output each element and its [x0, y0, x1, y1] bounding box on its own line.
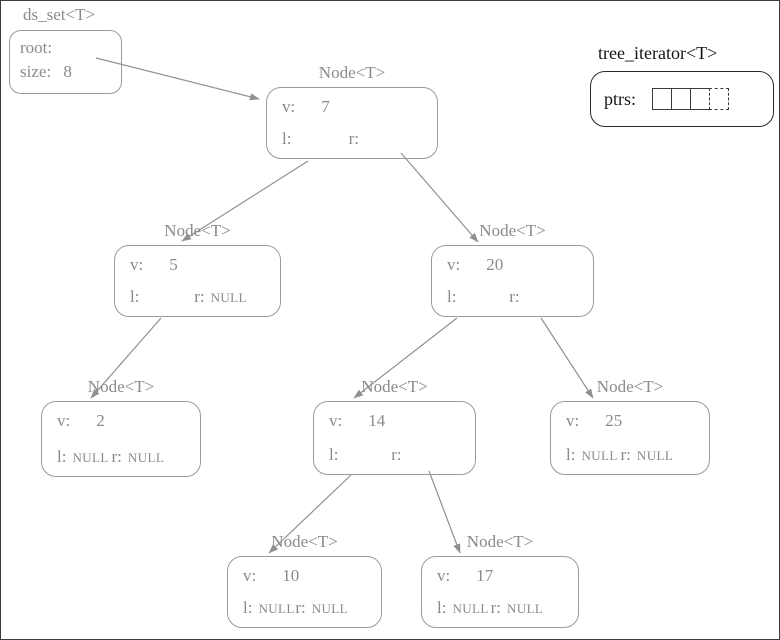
tree-node-7: Node<T> v: 7 l: r: [266, 61, 438, 159]
r-label: r: [194, 287, 205, 306]
r-label: r: [348, 129, 359, 148]
root-field: root: [20, 38, 53, 57]
r-value: NULL [636, 448, 674, 463]
l-label: l: [437, 598, 447, 617]
node-type-label: Node<T> [361, 377, 428, 396]
l-value: NULL [581, 448, 618, 463]
node-type-label: Node<T> [466, 532, 534, 551]
ptrs-label: ptrs: [604, 88, 637, 109]
ptr-cell [690, 88, 711, 110]
size-label: size: [20, 62, 52, 81]
v-value: 10 [282, 566, 300, 585]
r-value: NULL [311, 601, 348, 616]
v-label: v: [130, 255, 144, 274]
l-label: l: [130, 287, 140, 306]
node-box: v:2 l:NULL r:NULL [41, 401, 201, 477]
node-box: v: 14 l: r: [313, 401, 476, 475]
r-label: r: [620, 445, 631, 464]
r-value: NULL [507, 601, 544, 616]
ptr-cell [652, 88, 673, 110]
l-label: l: [447, 287, 457, 306]
node-type-label: Node<T> [318, 63, 386, 82]
tree-node-17: Node<T> v:17 l:NULL r:NULL [421, 530, 579, 628]
node-box: v: 7 l: r: [266, 87, 438, 159]
l-label: l: [566, 445, 576, 464]
r-label: r: [391, 445, 402, 464]
v-value: 7 [321, 97, 330, 116]
node-box: v: 20 l: r: [431, 245, 594, 317]
v-label: v: [437, 566, 451, 585]
l-label: l: [243, 598, 253, 617]
tree-iterator-box: ptrs: [590, 71, 774, 127]
tree-node-25: Node<T> v:25 l:NULL r:NULL [550, 375, 710, 475]
node-box: v: 5 l: r: NULL [114, 245, 281, 317]
node-type-label: Node<T> [87, 377, 155, 396]
l-label: l: [282, 129, 292, 148]
ptrs-array [652, 88, 730, 110]
node-type-label: Node<T> [271, 532, 338, 551]
r-label: r: [111, 447, 122, 466]
node-box: v:17 l:NULL r:NULL [421, 556, 579, 628]
node-box: v:25 l:NULL r:NULL [550, 401, 710, 475]
l-value: NULL [452, 601, 489, 616]
v-value: 25 [605, 411, 623, 430]
v-value: 5 [169, 255, 178, 274]
node-box: v:10 l:NULL r:NULL [227, 556, 382, 628]
v-value: 20 [486, 255, 504, 274]
v-label: v: [57, 411, 71, 430]
r-value: NULL [210, 290, 247, 305]
v-value: 2 [96, 411, 105, 430]
ds-set-title: ds_set<T> [23, 5, 96, 24]
r-label: r: [295, 598, 306, 617]
l-value: NULL [72, 450, 109, 465]
l-label: l: [57, 447, 67, 466]
tree-node-5: Node<T> v: 5 l: r: NULL [114, 219, 281, 317]
node-type-label: Node<T> [164, 221, 231, 240]
tree-iterator-title: tree_iterator<T> [598, 43, 718, 63]
v-label: v: [243, 566, 257, 585]
size-field: size: 8 [20, 60, 121, 84]
node-type-label: Node<T> [596, 377, 664, 396]
tree-node-10: Node<T> v:10 l:NULL r:NULL [227, 530, 382, 628]
r-value: NULL [127, 450, 165, 465]
v-label: v: [566, 411, 580, 430]
tree-node-14: Node<T> v: 14 l: r: [313, 375, 476, 475]
tree-node-20: Node<T> v: 20 l: r: [431, 219, 594, 317]
r-label: r: [509, 287, 520, 306]
l-value: NULL [258, 601, 295, 616]
tree-node-2: Node<T> v:2 l:NULL r:NULL [41, 375, 201, 477]
v-value: 14 [368, 411, 386, 430]
ptr-cell [671, 88, 692, 110]
v-label: v: [329, 411, 343, 430]
node-type-label: Node<T> [479, 221, 546, 240]
r-label: r: [490, 598, 502, 617]
ds-set-box: root: size: 8 [9, 30, 122, 94]
v-label: v: [282, 97, 296, 116]
ptr-cell-dashed [709, 88, 730, 110]
l-label: l: [329, 445, 339, 464]
size-value: 8 [63, 62, 72, 81]
v-label: v: [447, 255, 461, 274]
v-value: 17 [476, 566, 494, 585]
